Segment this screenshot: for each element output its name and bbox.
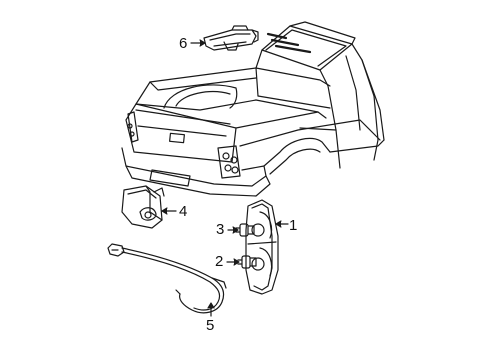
callout-5: 5 xyxy=(206,317,215,334)
part-2-bulb-socket xyxy=(237,255,257,269)
callout-3: 3 xyxy=(216,221,225,238)
callout-4: 4 xyxy=(179,203,188,220)
leader-arrow-1 xyxy=(275,220,282,228)
leader-arrow-3 xyxy=(232,226,239,234)
part-6-lamp xyxy=(203,25,259,51)
callout-2: 2 xyxy=(215,253,224,270)
leader-arrow-5 xyxy=(207,302,215,309)
part-1-tail-lamp xyxy=(245,199,279,295)
callout-1: 1 xyxy=(289,217,298,234)
part-3-bulb-socket xyxy=(235,223,255,237)
leader-arrow-4 xyxy=(161,207,168,215)
leader-arrow-2 xyxy=(233,258,240,266)
leader-arrow-6 xyxy=(199,39,206,47)
part-4-license-lamp xyxy=(121,185,165,229)
callout-6: 6 xyxy=(179,35,188,52)
part-5-wiring-harness xyxy=(107,243,227,314)
pickup-truck-illustration xyxy=(121,21,385,197)
